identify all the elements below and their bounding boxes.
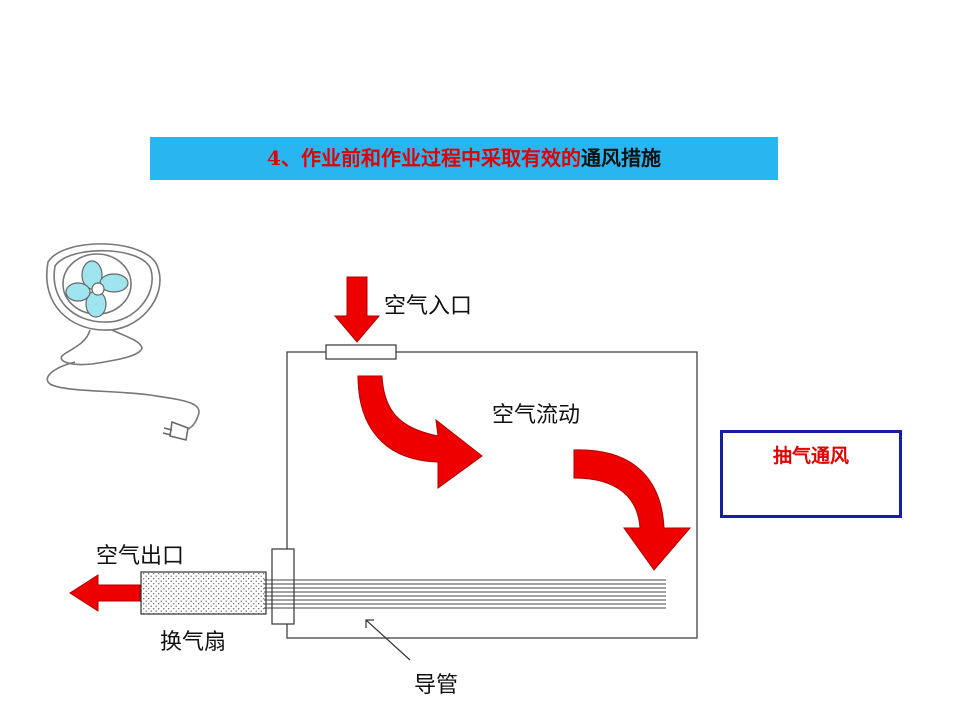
exhaust-ventilation-label: 抽气通风 xyxy=(772,445,849,467)
air-flow-label: 空气流动 xyxy=(492,403,581,428)
plug-icon xyxy=(162,420,189,441)
inlet-arrow xyxy=(333,276,381,343)
air-inlet-vent xyxy=(325,344,397,360)
wall-mount xyxy=(271,548,295,625)
title-bar: 4、作业前和作业过程中采取有效的通风措施 xyxy=(150,137,778,180)
exhaust-ventilation-box: 抽气通风 xyxy=(720,430,902,518)
fan-icon xyxy=(45,243,200,432)
outlet-arrow xyxy=(69,574,141,612)
duct-label: 导管 xyxy=(414,673,459,698)
air-flow-arrow-2 xyxy=(573,449,692,571)
duct xyxy=(264,579,666,609)
air-outlet-label: 空气出口 xyxy=(96,544,185,569)
air-flow-arrow-1 xyxy=(357,375,483,489)
duct-pointer xyxy=(365,619,411,661)
title-text-dark: 通风措施 xyxy=(580,146,661,170)
room-outline xyxy=(286,351,698,639)
title-text-red: 4、作业前和作业过程中采取有效的 xyxy=(267,146,581,170)
air-inlet-label: 空气入口 xyxy=(384,294,473,319)
exhaust-fan-label: 换气扇 xyxy=(160,630,227,655)
exhaust-fan xyxy=(140,571,267,615)
